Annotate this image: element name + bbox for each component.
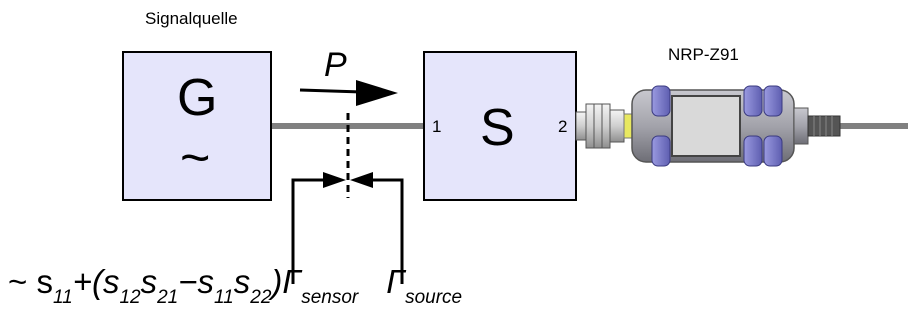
power-arrow-shaft xyxy=(299,88,363,94)
sparam-letter: S xyxy=(480,99,515,157)
formula-s-a: s xyxy=(140,263,158,300)
formula-close-gamma: )Γ xyxy=(271,263,302,300)
formula-s11a-index: 11 xyxy=(52,287,73,308)
formula-gamma-source: Γ xyxy=(386,263,406,300)
sensor-pads xyxy=(651,85,783,167)
formula-s12-index: 12 xyxy=(119,287,141,308)
port-1-label: 1 xyxy=(432,117,442,136)
sensor-name-label: NRP-Z91 xyxy=(668,45,739,64)
formula-s21-index: 21 xyxy=(157,287,179,308)
formula-s11b-index: 11 xyxy=(214,287,234,308)
generator-letter: G xyxy=(177,69,218,127)
port-2-label: 2 xyxy=(558,117,568,136)
gamma-sensor-bracket xyxy=(291,178,330,284)
formula-s22-index: 22 xyxy=(250,287,272,308)
sensor-connector xyxy=(575,103,633,149)
bracket-arrow-right xyxy=(323,172,346,188)
gamma-source-bracket xyxy=(366,178,404,284)
bracket-arrow-left xyxy=(350,172,373,188)
formula-sensor-subscript: sensor xyxy=(301,287,359,308)
signal-source-title: Signalquelle xyxy=(145,9,238,28)
formula-s-b: s xyxy=(233,263,251,300)
formula-plus-paren: +(s xyxy=(72,263,120,300)
power-label: P xyxy=(324,46,347,84)
formula-source-subscript: source xyxy=(405,287,463,308)
generator-tilde-symbol: ~ xyxy=(180,129,211,187)
formula-prefix: ~ s xyxy=(8,263,53,300)
formula-minus-s: −s xyxy=(178,263,215,300)
generator-block xyxy=(122,51,272,201)
power-arrow-head xyxy=(356,80,398,106)
sparam-block xyxy=(423,51,577,201)
